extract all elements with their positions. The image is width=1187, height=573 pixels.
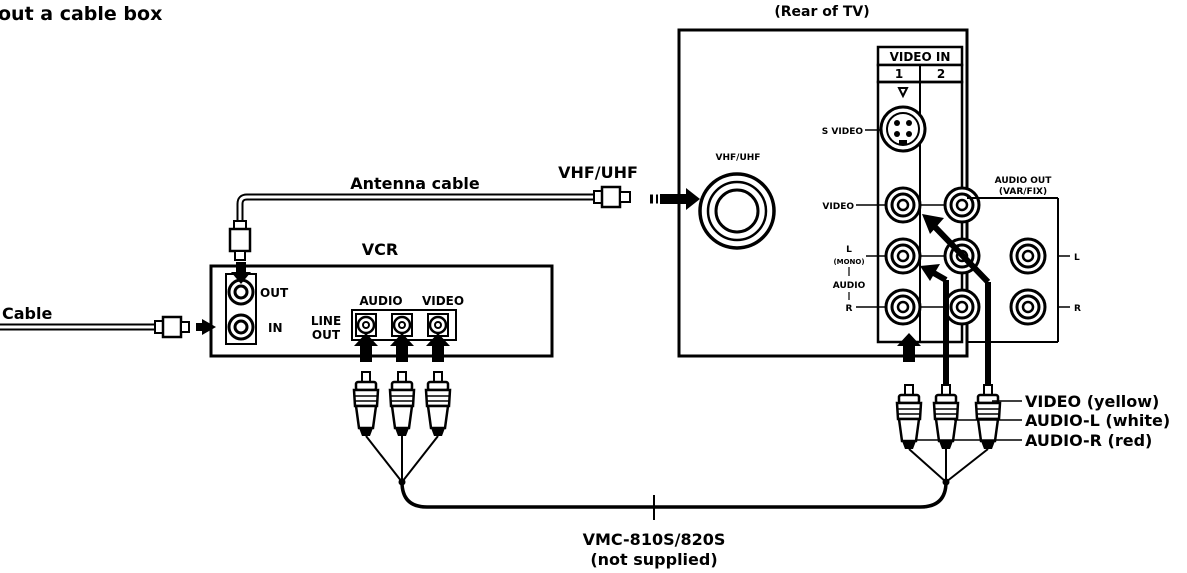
tv-vhf-uhf-label: VHF/UHF	[716, 153, 761, 163]
vcr-video-plug	[424, 370, 452, 438]
vcr-audio-l-jack	[390, 312, 414, 338]
cable-label: Cable	[2, 304, 52, 323]
var-fix-label: (VAR/FIX)	[999, 187, 1047, 197]
video-in-col-1: 1	[895, 67, 903, 81]
audio-out-label: AUDIO OUT	[995, 176, 1053, 186]
vcr-audio-label: AUDIO	[359, 294, 402, 308]
vhf-uhf-port	[698, 172, 776, 250]
vcr-video-jack	[426, 312, 450, 338]
vmc-cable	[365, 435, 989, 520]
video-in-1-video-jack	[884, 186, 922, 224]
audio-out-r-jack	[1009, 288, 1047, 326]
antenna-cable-label: Antenna cable	[350, 174, 480, 193]
audio-out-l-label: L	[1074, 253, 1080, 263]
vcr-label: VCR	[362, 240, 398, 259]
vcr-in-port	[227, 313, 255, 341]
vcr-audio-r-plug	[352, 370, 380, 438]
video-in-col-2: 2	[937, 67, 945, 81]
video-in-2-audio-r-jack	[943, 288, 981, 326]
not-supplied-label: (not supplied)	[590, 550, 717, 569]
vcr-plugs	[352, 333, 452, 438]
vmc-model-label: VMC-810S/820S	[583, 530, 726, 549]
video-in-label: VIDEO IN	[890, 50, 951, 64]
tv-rear-label: (Rear of TV)	[774, 4, 869, 20]
line-label: LINE	[311, 314, 341, 328]
vcr-audio-r-jack	[354, 312, 378, 338]
antenna-cable	[228, 185, 631, 261]
vcr-out-label: OUT	[260, 286, 289, 300]
diagram-title: out a cable box	[0, 3, 162, 25]
audio-out-l-jack	[1009, 237, 1047, 275]
arrow-to-vhf-uhf-icon	[650, 188, 700, 210]
audio-label: AUDIO	[833, 281, 866, 291]
tv-plugs	[895, 214, 1002, 451]
video-in-1-audio-r-jack	[884, 288, 922, 326]
r-label: R	[846, 304, 853, 314]
video-in-1-audio-l-jack	[884, 237, 922, 275]
audio-l-white-label: AUDIO-L (white)	[1025, 411, 1170, 430]
plug-callouts	[916, 400, 1022, 441]
video-yellow-label: VIDEO (yellow)	[1025, 392, 1159, 411]
audio-out-r-label: R	[1074, 304, 1081, 314]
incoming-cable	[0, 315, 216, 339]
audio-r-red-label: AUDIO-R (red)	[1025, 431, 1152, 450]
vcr-in-label: IN	[268, 321, 283, 335]
arrow-into-vcr-out-icon	[231, 262, 251, 284]
video-label: VIDEO	[822, 202, 854, 212]
l-label: L	[846, 245, 852, 255]
vcr-audio-l-plug	[388, 370, 416, 438]
vcr-video-label: VIDEO	[422, 294, 464, 308]
tv-rear-panel: (Rear of TV) VIDEO IN 1 2 S VIDEO VHF/UH…	[677, 4, 1081, 358]
vcr-unit: VCR OUT IN LINE OUT AUDIO VIDEO	[209, 240, 554, 358]
mono-label: (MONO)	[833, 258, 864, 266]
s-video-jack	[879, 105, 927, 153]
vhf-uhf-cable-label: VHF/UHF	[558, 163, 638, 182]
line-out-label: OUT	[312, 328, 341, 342]
video-in-2-video-jack	[943, 186, 981, 224]
s-video-label: S VIDEO	[822, 127, 864, 137]
